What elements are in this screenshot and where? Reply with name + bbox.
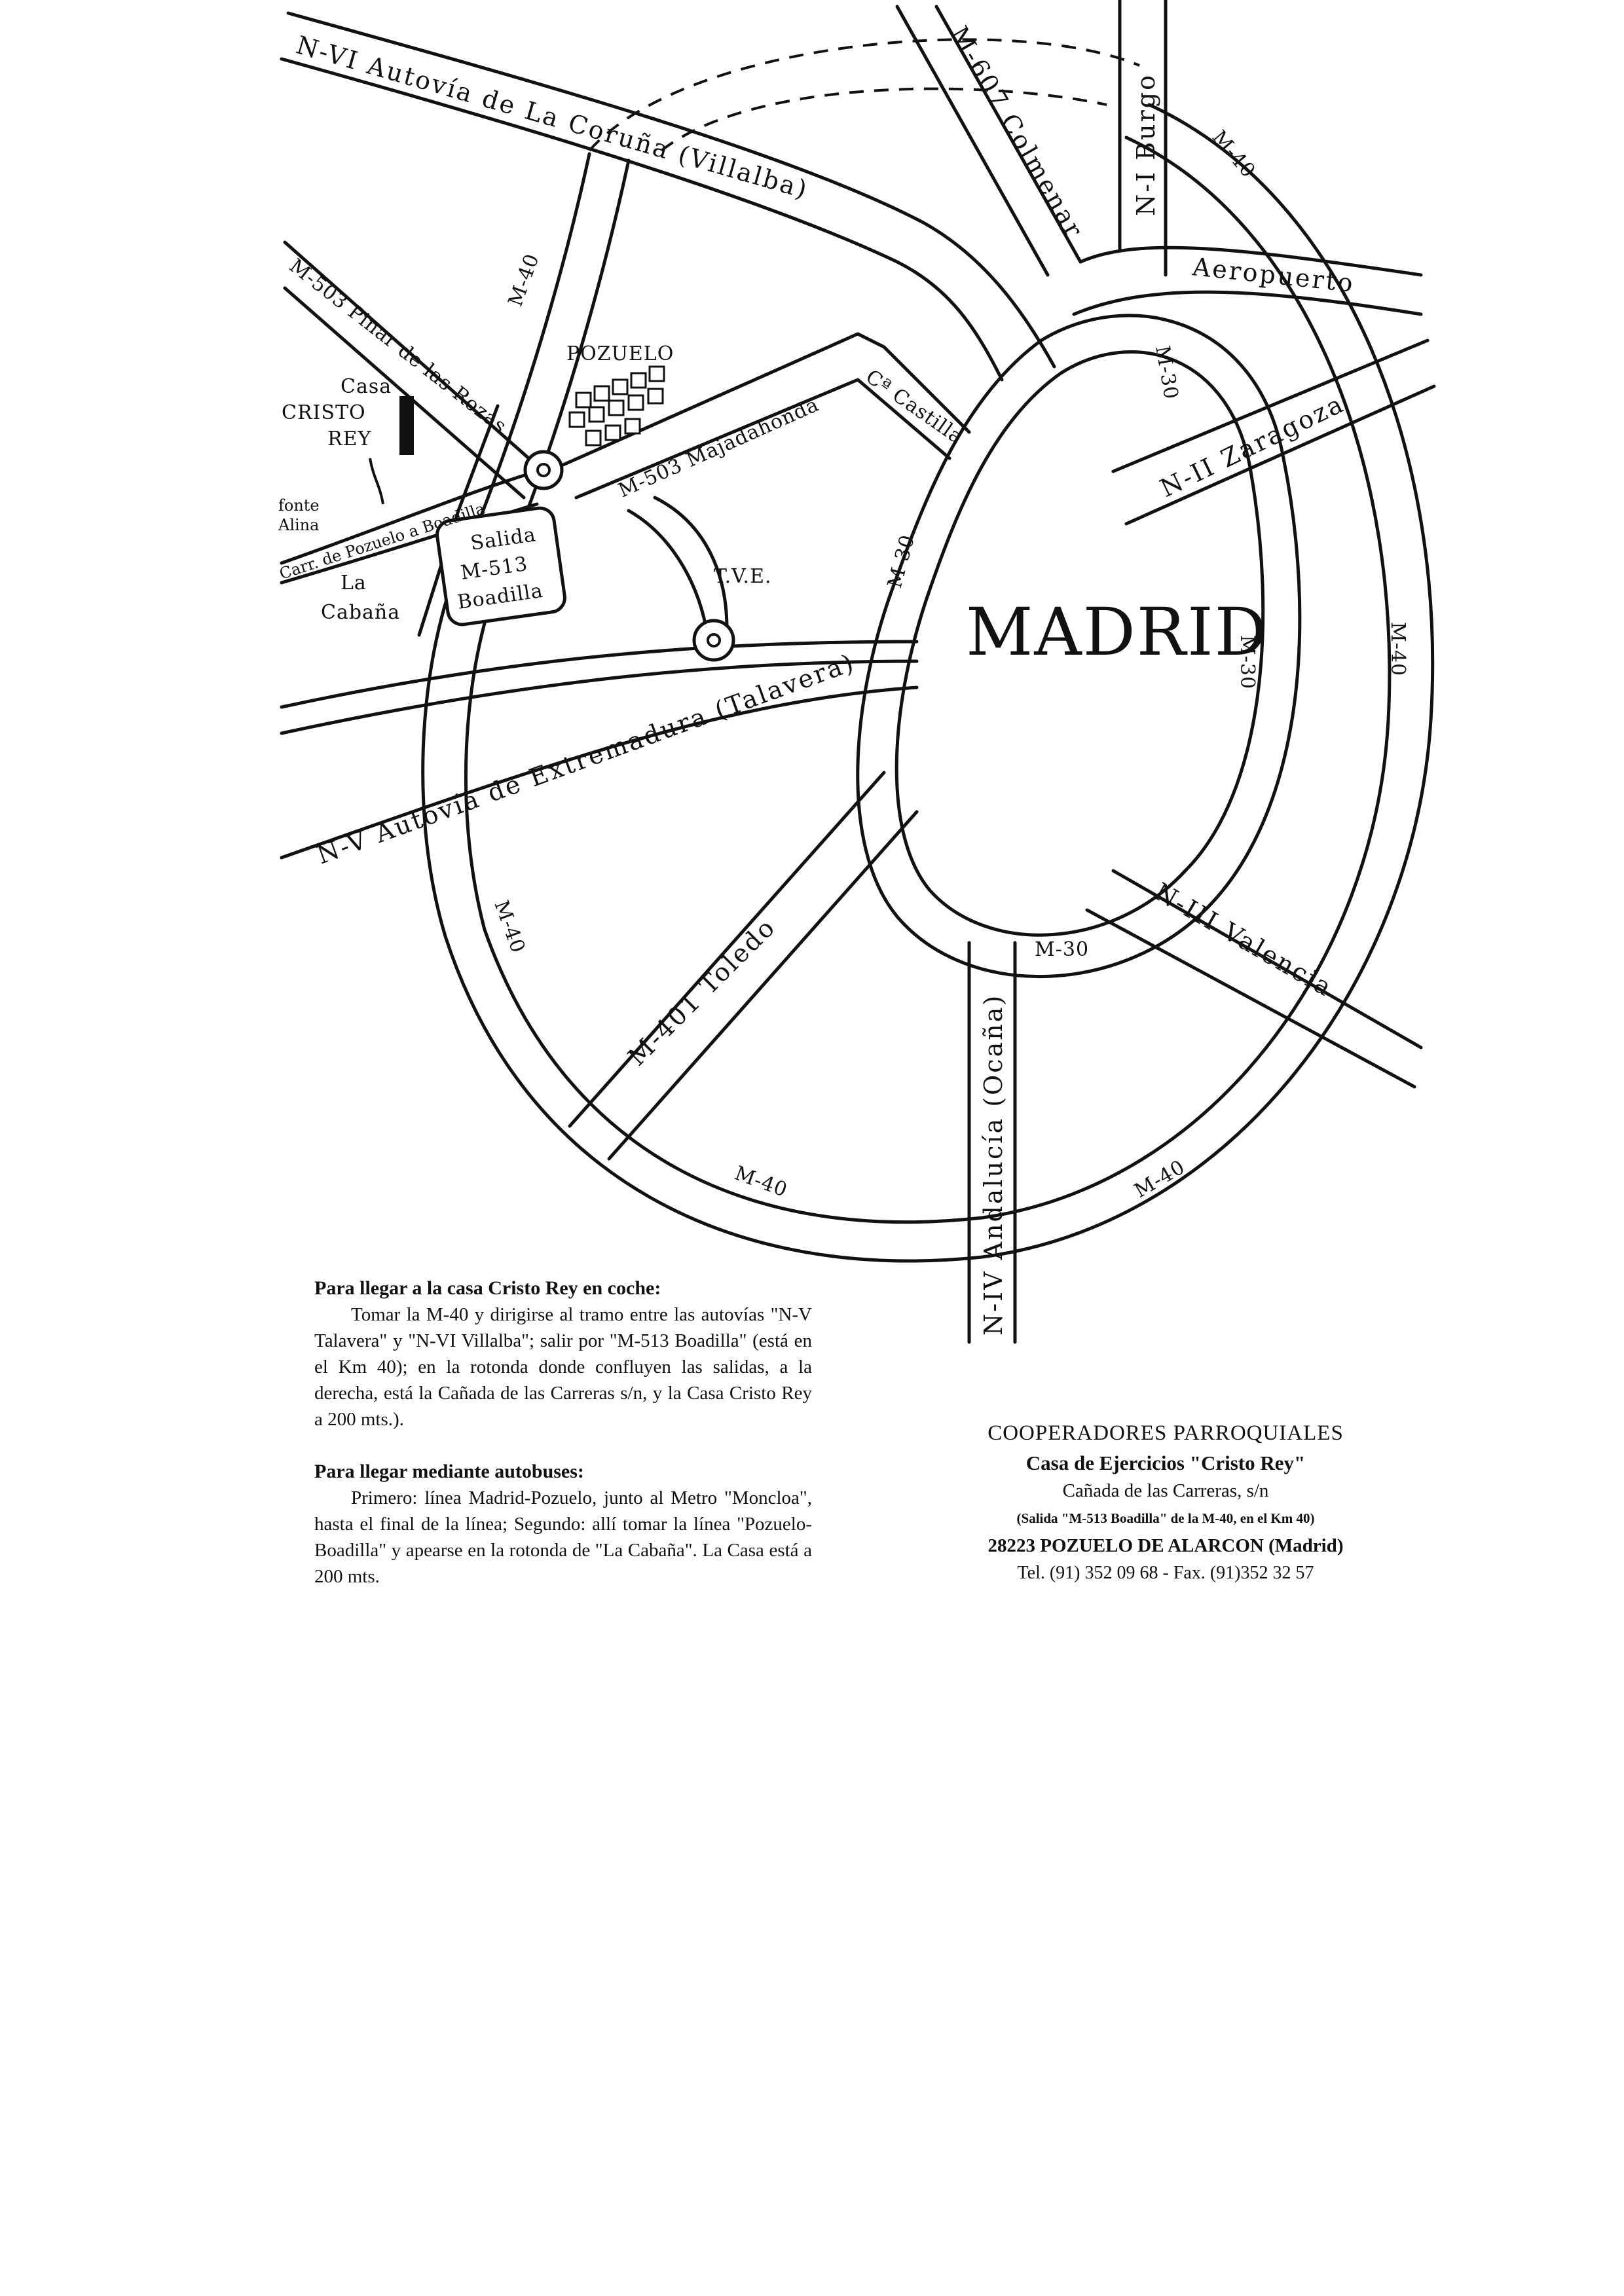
carr-pozuelo-road-a bbox=[280, 469, 539, 565]
m30-ring-outer bbox=[856, 314, 1302, 979]
label-casa-line2: CRISTO bbox=[282, 401, 366, 424]
contact-house: Casa de Ejercicios "Cristo Rey" bbox=[1025, 1451, 1306, 1474]
m401-road-a bbox=[568, 771, 886, 1128]
contact-address: Cañada de las Carreras, s/n bbox=[1062, 1480, 1269, 1501]
label-m30-east: M-30 bbox=[1236, 635, 1259, 689]
label-m40-east: M-40 bbox=[1386, 622, 1409, 676]
dashed-ring-outer bbox=[588, 38, 1140, 152]
nvi-road-a bbox=[286, 11, 1056, 369]
aeropuerto-road-a bbox=[1079, 246, 1423, 277]
label-tve: T.V.E. bbox=[714, 565, 772, 588]
m503-majadahonda-road-b bbox=[574, 378, 951, 500]
contact-phones: Tel. (91) 352 09 68 - Fax. (91)352 32 57 bbox=[1017, 1563, 1314, 1583]
label-m30-north: M-30 bbox=[1151, 344, 1183, 401]
nv-road-b bbox=[280, 685, 919, 860]
tve-road-a bbox=[627, 509, 709, 637]
bus-directions-text: Primero: línea Madrid-Pozuelo, junto al … bbox=[314, 1487, 812, 1587]
car-directions-heading: Para llegar a la casa Cristo Rey en coch… bbox=[314, 1277, 661, 1299]
m503-pinar-road-b bbox=[283, 286, 526, 500]
label-m40-northeast: M-40 bbox=[1208, 126, 1260, 183]
niii-road-a bbox=[1111, 869, 1423, 1049]
cabana-road bbox=[417, 404, 500, 637]
niii-road-b bbox=[1085, 908, 1416, 1089]
car-directions-text: Tomar la M-40 y dirigirse al tramo entre… bbox=[314, 1304, 812, 1430]
pozuelo-blocks-icon bbox=[568, 365, 665, 446]
contact-panel: COOPERADORES PARROQUIALES Casa de Ejerci… bbox=[871, 1419, 1460, 1587]
contact-city: 28223 POZUELO DE ALARCON (Madrid) bbox=[987, 1535, 1344, 1556]
nv-road-a bbox=[280, 640, 919, 709]
bus-directions-heading: Para llegar mediante autobuses: bbox=[314, 1461, 584, 1482]
salida-box bbox=[435, 506, 566, 627]
road-map: N-VI Autovía de La Coruña (Villalba) M-6… bbox=[277, 0, 1436, 1344]
casa-pointer-icon bbox=[369, 458, 384, 505]
pozuelo-roundabout-inner-icon bbox=[536, 463, 551, 477]
contact-org: COOPERADORES PARROQUIALES bbox=[987, 1421, 1344, 1445]
label-cabana-line1: La bbox=[341, 572, 367, 594]
label-nvi: N-VI Autovía de La Coruña (Villalba) bbox=[293, 30, 812, 204]
nv-road-c bbox=[280, 659, 919, 735]
casa-cristo-rey-marker-icon bbox=[399, 396, 414, 455]
directions-panel: Para llegar a la casa Cristo Rey en coch… bbox=[314, 1275, 812, 1616]
label-m503-majadahonda: M-503 Majadahonda bbox=[615, 393, 822, 503]
m503-majadahonda-road-a bbox=[561, 332, 971, 467]
label-pozuelo: POZUELO bbox=[566, 342, 674, 365]
tve-roundabout-inner-icon bbox=[707, 633, 721, 647]
m401-road-b bbox=[607, 810, 919, 1161]
m503-pinar-road-a bbox=[283, 240, 545, 473]
aeropuerto-road-b bbox=[1072, 290, 1423, 316]
label-ni: N-I Burgo bbox=[1132, 73, 1160, 216]
label-m40-west: M-40 bbox=[489, 898, 529, 957]
dashed-ring-inner bbox=[660, 87, 1107, 152]
label-m40-north: M-40 bbox=[504, 251, 544, 310]
label-madrid: MADRID bbox=[966, 594, 1268, 670]
nvi-road-b bbox=[280, 57, 1004, 382]
label-casa-line3: REY bbox=[327, 428, 371, 450]
label-m30-west: M-30 bbox=[883, 532, 919, 591]
label-cabana-line2: Cabaña bbox=[321, 601, 400, 624]
contact-exit-note: (Salida "M-513 Boadilla" de la M-40, en … bbox=[1016, 1510, 1315, 1526]
label-m30-south: M-30 bbox=[1035, 938, 1089, 961]
m607-road-a bbox=[895, 5, 1050, 277]
label-monte-line1: fonte bbox=[278, 496, 320, 515]
tve-road-b bbox=[653, 496, 729, 630]
m607-road-b bbox=[934, 5, 1082, 264]
label-casa-line1: Casa bbox=[341, 375, 392, 398]
label-monte-line2: Alina bbox=[278, 516, 319, 534]
m30-ring-inner bbox=[895, 350, 1265, 937]
nii-road-a bbox=[1111, 338, 1430, 473]
label-niii: N-III Valencia bbox=[1150, 877, 1338, 1003]
nii-road-b bbox=[1124, 384, 1436, 526]
label-niv: N-IV Andalucía (Ocaña) bbox=[979, 994, 1008, 1336]
